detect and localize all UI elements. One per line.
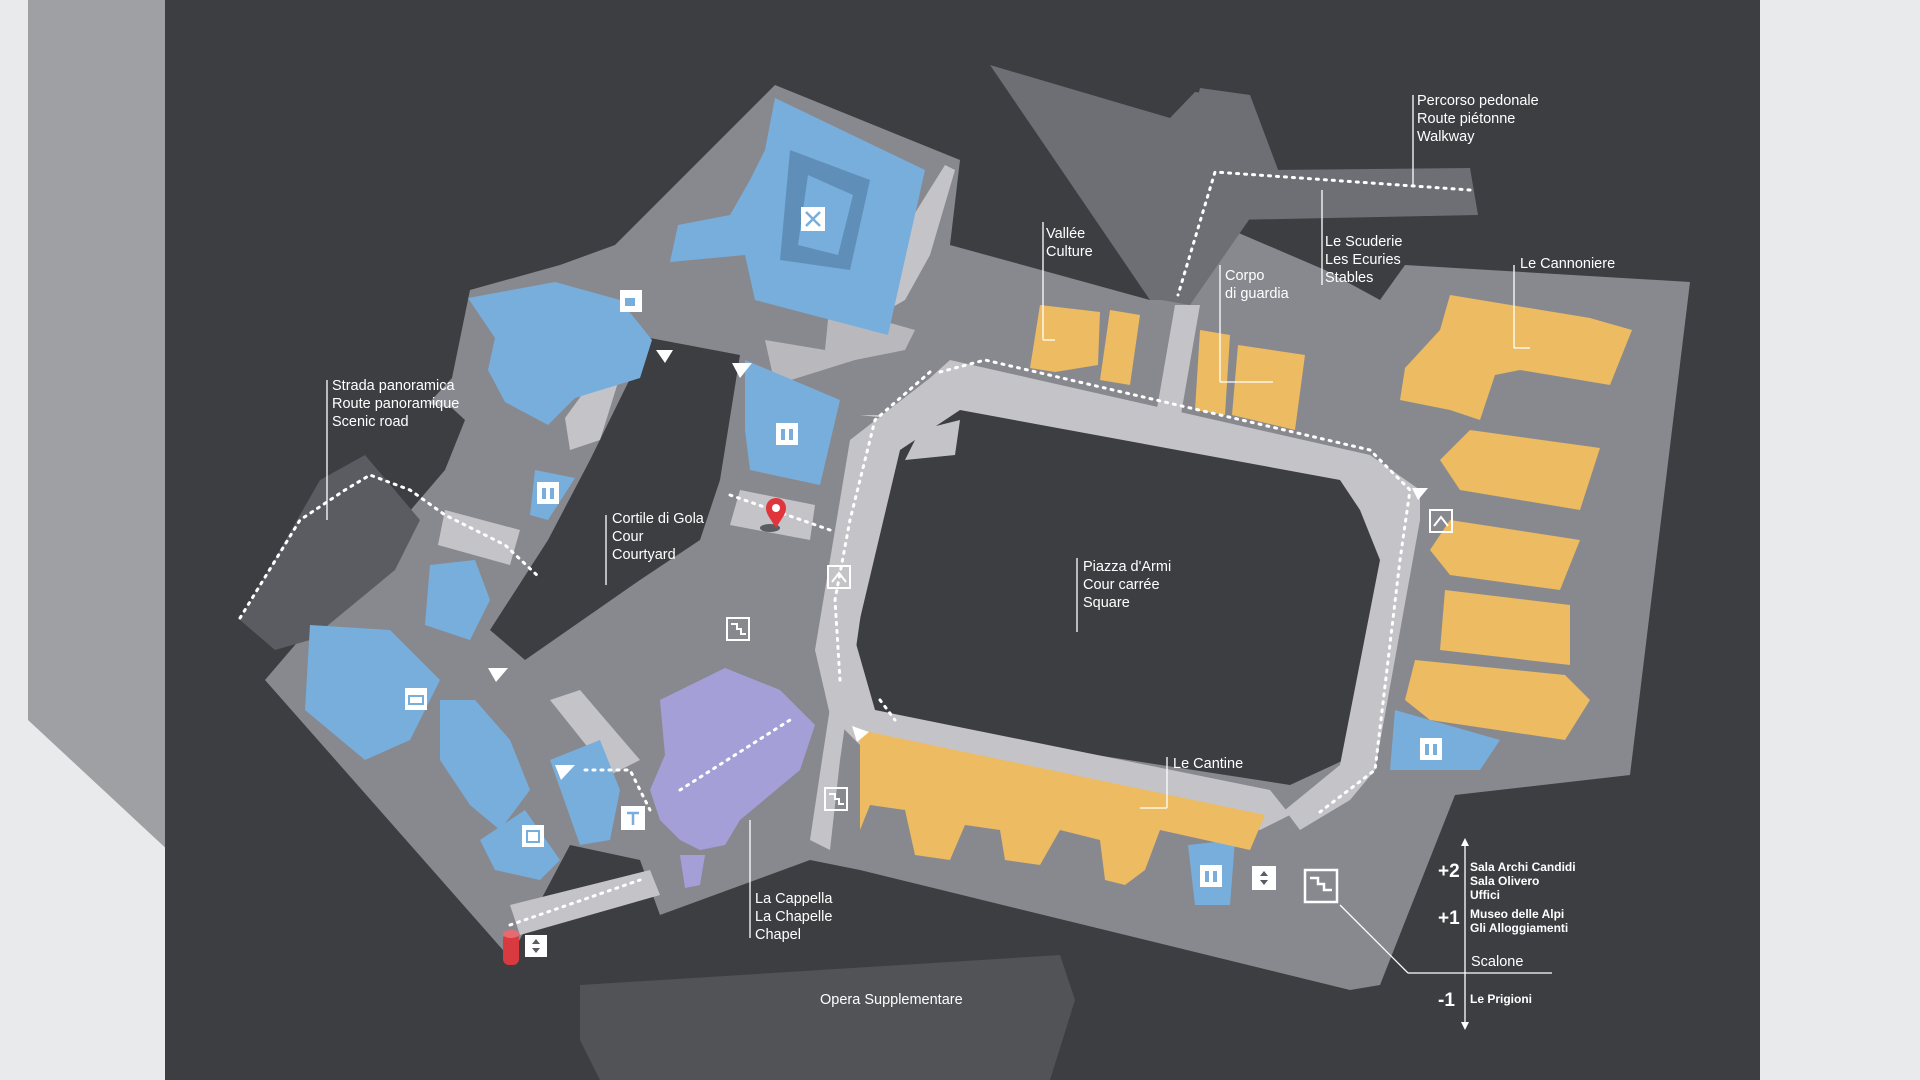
svg-text:Walkway: Walkway <box>1417 129 1475 145</box>
svg-text:Corpo: Corpo <box>1225 268 1265 284</box>
svg-text:Le Prigioni: Le Prigioni <box>1470 992 1532 1006</box>
coat-check-icon <box>827 565 851 589</box>
svg-text:La Chapelle: La Chapelle <box>755 909 832 925</box>
label-cortile-di-gola: Cortile di Gola Cour Courtyard <box>612 511 705 563</box>
blue-building-inner-2 <box>798 175 853 255</box>
dotted-walkways <box>238 170 1472 927</box>
svg-text:Piazza d'Armi: Piazza d'Armi <box>1083 559 1171 575</box>
coat-check-icon <box>1429 509 1453 533</box>
svg-text:Square: Square <box>1083 595 1130 611</box>
label-la-cappella: La Cappella La Chapelle Chapel <box>755 891 833 943</box>
svg-text:Gli Alloggiamenti: Gli Alloggiamenti <box>1470 921 1568 935</box>
label-le-cantine: Le Cantine <box>1173 756 1243 772</box>
svg-text:Le Cantine: Le Cantine <box>1173 756 1243 772</box>
label-walkway: Percorso pedonale Route piétonne Walkway <box>1417 93 1539 145</box>
direction-arrows <box>488 350 1428 780</box>
svg-text:Stables: Stables <box>1325 270 1373 286</box>
svg-text:Percorso pedonale: Percorso pedonale <box>1417 93 1539 109</box>
stairs-icon <box>726 617 750 641</box>
svg-text:Courtyard: Courtyard <box>612 547 676 563</box>
restroom-icon <box>1200 865 1222 887</box>
label-scuderie: Le Scuderie Les Ecuries Stables <box>1325 234 1402 286</box>
svg-text:Sala Archi Candidi: Sala Archi Candidi <box>1470 860 1576 874</box>
svg-text:Sala Olivero: Sala Olivero <box>1470 874 1539 888</box>
svg-text:+1: +1 <box>1438 908 1460 929</box>
you-are-here-marker <box>760 498 786 532</box>
restroom-icon <box>537 482 559 504</box>
board-edge-shadow <box>28 0 200 880</box>
svg-text:Cour carrée: Cour carrée <box>1083 577 1160 593</box>
stairs-icon <box>1303 868 1339 904</box>
info-desk-icon <box>522 825 544 847</box>
svg-text:Chapel: Chapel <box>755 927 801 943</box>
svg-text:Culture: Culture <box>1046 244 1093 260</box>
restroom-icon <box>776 423 798 445</box>
label-leader-lines <box>326 95 1552 1022</box>
label-le-cannoniere: Le Cannoniere <box>1520 256 1615 272</box>
svg-text:Uffici: Uffici <box>1470 888 1500 902</box>
svg-text:di guardia: di guardia <box>1225 286 1290 302</box>
label-strada-panoramica: Strada panoramica Route panoramique Scen… <box>332 378 459 430</box>
svg-text:Museo delle Alpi: Museo delle Alpi <box>1470 907 1564 921</box>
svg-text:+2: +2 <box>1438 861 1460 882</box>
lilac-zone-chapel <box>650 668 815 888</box>
label-piazza-d-armi: Piazza d'Armi Cour carrée Square <box>1083 559 1171 611</box>
svg-text:Strada panoramica: Strada panoramica <box>332 378 455 394</box>
label-scalone: Scalone <box>1471 954 1523 970</box>
svg-text:Route piétonne: Route piétonne <box>1417 111 1515 127</box>
label-corpo-di-guardia: Corpo di guardia <box>1225 268 1290 302</box>
ticket-icon <box>621 806 645 830</box>
label-opera-supplementare: Opera Supplementare <box>820 992 963 1008</box>
svg-text:Vallée: Vallée <box>1046 226 1085 242</box>
svg-text:Scenic road: Scenic road <box>332 414 409 430</box>
svg-text:Cour: Cour <box>612 529 644 545</box>
svg-text:Le Scuderie: Le Scuderie <box>1325 234 1402 250</box>
svg-text:Scalone: Scalone <box>1471 954 1523 970</box>
wall-right <box>1760 0 1920 1080</box>
svg-text:Route panoramique: Route panoramique <box>332 396 459 412</box>
yellow-zone-cantine <box>860 730 1265 885</box>
restaurant-icon <box>801 207 825 231</box>
svg-text:-1: -1 <box>1438 990 1455 1011</box>
svg-text:Cortile di Gola: Cortile di Gola <box>612 511 705 527</box>
cafe-icon <box>620 290 642 312</box>
svg-text:La Cappella: La Cappella <box>755 891 833 907</box>
svg-text:Les Ecuries: Les Ecuries <box>1325 252 1401 268</box>
svg-text:Opera Supplementare: Opera Supplementare <box>820 992 963 1008</box>
courtyards <box>490 338 1400 785</box>
level-legend: +2 Sala Archi Candidi Sala Olivero Uffic… <box>1438 838 1576 1030</box>
label-vallee-culture: Vallée Culture <box>1046 226 1093 260</box>
svg-text:Le Cannoniere: Le Cannoniere <box>1520 256 1615 272</box>
restroom-icon <box>1420 738 1442 760</box>
elevator-icon <box>525 935 547 957</box>
stairs-icon <box>824 787 848 811</box>
elevator-icon <box>1252 866 1276 890</box>
yellow-zone-east <box>1030 295 1632 740</box>
entrance-marker <box>503 930 519 965</box>
bookshop-icon <box>405 688 427 710</box>
